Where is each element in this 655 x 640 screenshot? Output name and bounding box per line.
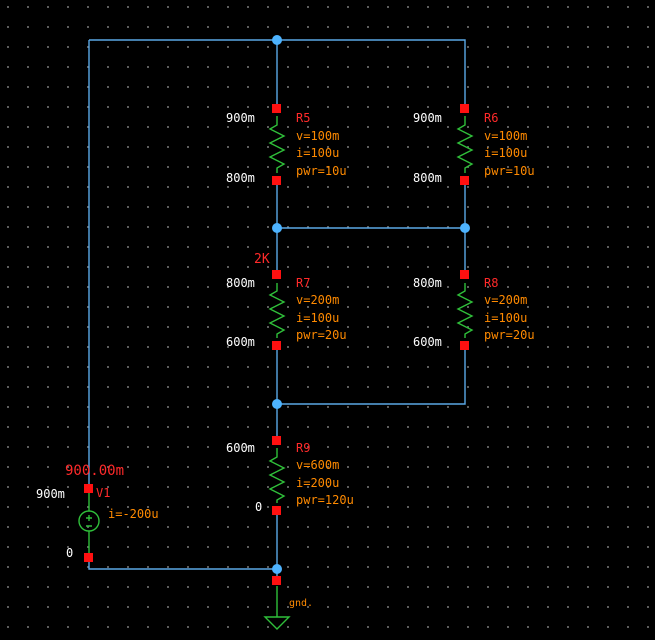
r9-bot-voltage: 0 (255, 500, 262, 514)
r5-voltage: v=100m (296, 129, 339, 143)
r6-current: i=100u (484, 146, 527, 160)
r5-labels: R5 v=100m i=100u pwr=10u (296, 111, 347, 178)
r9-top-voltage: 600m (226, 441, 255, 455)
r9-labels: R9 v=600m i=200u pwr=120u (296, 441, 354, 507)
r8-resistor[interactable] (456, 283, 474, 338)
r7-current: i=100u (296, 311, 339, 325)
r9-power: pwr=120u (296, 493, 354, 507)
r5-bot-voltage: 800m (226, 171, 255, 185)
r5-current: i=100u (296, 146, 339, 160)
r5-resistor[interactable] (268, 116, 286, 173)
v1-labels: V1 i=-200u (96, 486, 159, 521)
r6-name: R6 (484, 111, 498, 125)
v1-current: i=-200u (108, 507, 159, 521)
r5-power: pwr=10u (296, 164, 347, 178)
r9-name: R9 (296, 441, 310, 455)
wire-mid-bus[interactable] (277, 227, 466, 275)
r8-name: R8 (484, 276, 498, 290)
r7-voltage: v=200m (296, 293, 339, 307)
pins (84, 104, 469, 585)
r7-top-voltage: 800m (226, 276, 255, 290)
r8-current: i=100u (484, 311, 527, 325)
r6-voltage: v=100m (484, 129, 527, 143)
r8-top-voltage: 800m (413, 276, 442, 290)
r6-power: pwr=10u (484, 164, 535, 178)
r8-bot-voltage: 600m (413, 335, 442, 349)
node-labels: 900m 800m 900m 800m 800m 600m 800m 600m … (36, 111, 442, 560)
v1-top-voltage: 900m (36, 487, 65, 501)
r6-labels: R6 v=100m i=100u pwr=10u (484, 111, 535, 178)
wire-bottom[interactable] (88, 558, 277, 570)
r6-top-voltage: 900m (413, 111, 442, 125)
r7-power: pwr=20u (296, 328, 347, 342)
v1-source[interactable] (78, 493, 100, 553)
wire-top[interactable] (89, 39, 466, 108)
r6-resistor[interactable] (456, 116, 474, 173)
v1-name: V1 (96, 486, 110, 500)
r7-bot-voltage: 600m (226, 335, 255, 349)
v1-bot-voltage: 0 (66, 546, 73, 560)
r9-current: i=200u (296, 476, 339, 490)
r7-labels: R7 v=200m i=100u pwr=20u (296, 276, 347, 342)
r7-resistor[interactable] (268, 283, 286, 338)
r8-power: pwr=20u (484, 328, 535, 342)
r9-voltage: v=600m (296, 458, 339, 472)
ground-symbol (263, 586, 291, 630)
r5-name: R5 (296, 111, 310, 125)
r7-extra-label: 2K (254, 252, 270, 267)
wires (88, 39, 466, 581)
r8-voltage: v=200m (484, 293, 527, 307)
r7-name: R7 (296, 276, 310, 290)
junctions (272, 35, 470, 574)
wire-low-bus[interactable] (277, 345, 466, 405)
r8-labels: R8 v=200m i=100u pwr=20u (484, 276, 535, 342)
ground-label: gnd. (289, 598, 313, 609)
r9-resistor[interactable] (268, 448, 286, 503)
r6-bot-voltage: 800m (413, 171, 442, 185)
v1-probe-label: 900.00m (65, 463, 124, 479)
r5-top-voltage: 900m (226, 111, 255, 125)
